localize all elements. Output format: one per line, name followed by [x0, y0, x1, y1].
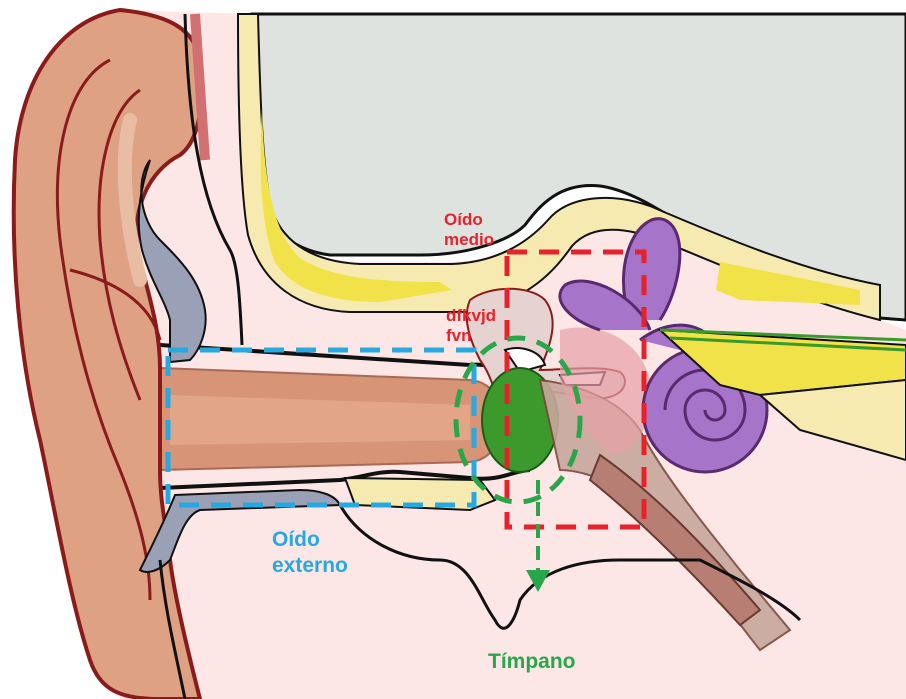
oido-medio-label-line2: medio [444, 230, 494, 250]
oido-medio-label: Oído medio [444, 210, 494, 251]
oido-externo-label: Oído externo [272, 527, 348, 580]
oido-externo-label-line2: externo [272, 553, 348, 579]
oido-externo-label-line1: Oído [272, 527, 348, 553]
timpano-label: Tímpano [488, 649, 576, 674]
oido-medio-label-line1: Oído [444, 210, 494, 230]
middle-annotation-line2: fvn [446, 326, 496, 346]
middle-annotation-line1: dfkvjd [446, 306, 496, 326]
middle-annotation-label: dfkvjd fvn [446, 306, 496, 347]
